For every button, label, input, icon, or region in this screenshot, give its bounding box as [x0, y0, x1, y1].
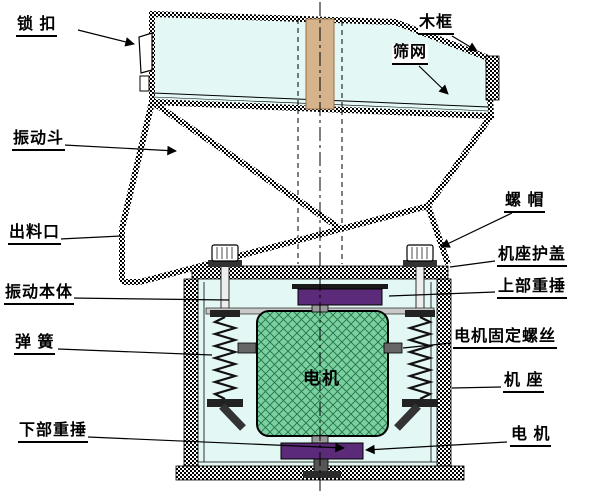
- spring-leader: [57, 348, 213, 356]
- label-base-cover: 机座护盖: [497, 246, 568, 268]
- right-stud: [415, 261, 425, 313]
- screw-leader: [402, 342, 452, 349]
- right-nut: [403, 244, 437, 267]
- motor-fixing-screw-right: [383, 342, 403, 354]
- label-motor: 电 机: [510, 426, 552, 448]
- label-wood-frame: 木框: [418, 14, 455, 36]
- lock-clamp: [138, 32, 153, 92]
- label-nut: 螺 帽: [504, 192, 546, 214]
- base-right-wall: [436, 278, 452, 467]
- label-spring: 弹 簧: [14, 334, 56, 356]
- wood-frame-leader: [451, 35, 478, 52]
- motor-leader: [365, 441, 508, 455]
- upper-weight-leader: [388, 291, 496, 297]
- label-base: 机 座: [503, 372, 545, 394]
- hopper: [119, 99, 494, 285]
- outlet-leader: [59, 235, 122, 240]
- left-nut: [208, 244, 242, 267]
- left-stud: [220, 261, 230, 313]
- wood-frame-block: [485, 55, 500, 101]
- label-sieve-mesh: 筛网: [392, 44, 429, 66]
- label-motor-center: 电机: [303, 369, 341, 388]
- mesh-leader: [418, 65, 449, 95]
- hopper-leader: [63, 144, 177, 156]
- right-spring: [394, 310, 438, 431]
- lock-leader: [77, 29, 135, 47]
- label-upper-weight: 上部重捶: [497, 278, 568, 300]
- base-leader: [451, 386, 502, 389]
- leader-lines: [57, 29, 513, 455]
- label-motor-fixing-screw: 电机固定螺丝: [453, 328, 558, 350]
- label-lock: 锁 扣: [16, 16, 58, 38]
- body-leader: [69, 297, 230, 301]
- label-vibrating-hopper: 振动斗: [12, 130, 66, 152]
- label-vibrating-body: 振动本体: [4, 284, 75, 306]
- nut-leader: [440, 212, 513, 248]
- base-left-wall: [183, 278, 199, 467]
- label-discharge-outlet: 出料口: [8, 224, 62, 246]
- label-lower-weight: 下部重捶: [18, 422, 89, 444]
- lower-weight-leader: [87, 436, 345, 453]
- motor-fixing-screw-left: [237, 342, 257, 354]
- cover-leader: [449, 260, 496, 268]
- left-spring: [207, 310, 246, 431]
